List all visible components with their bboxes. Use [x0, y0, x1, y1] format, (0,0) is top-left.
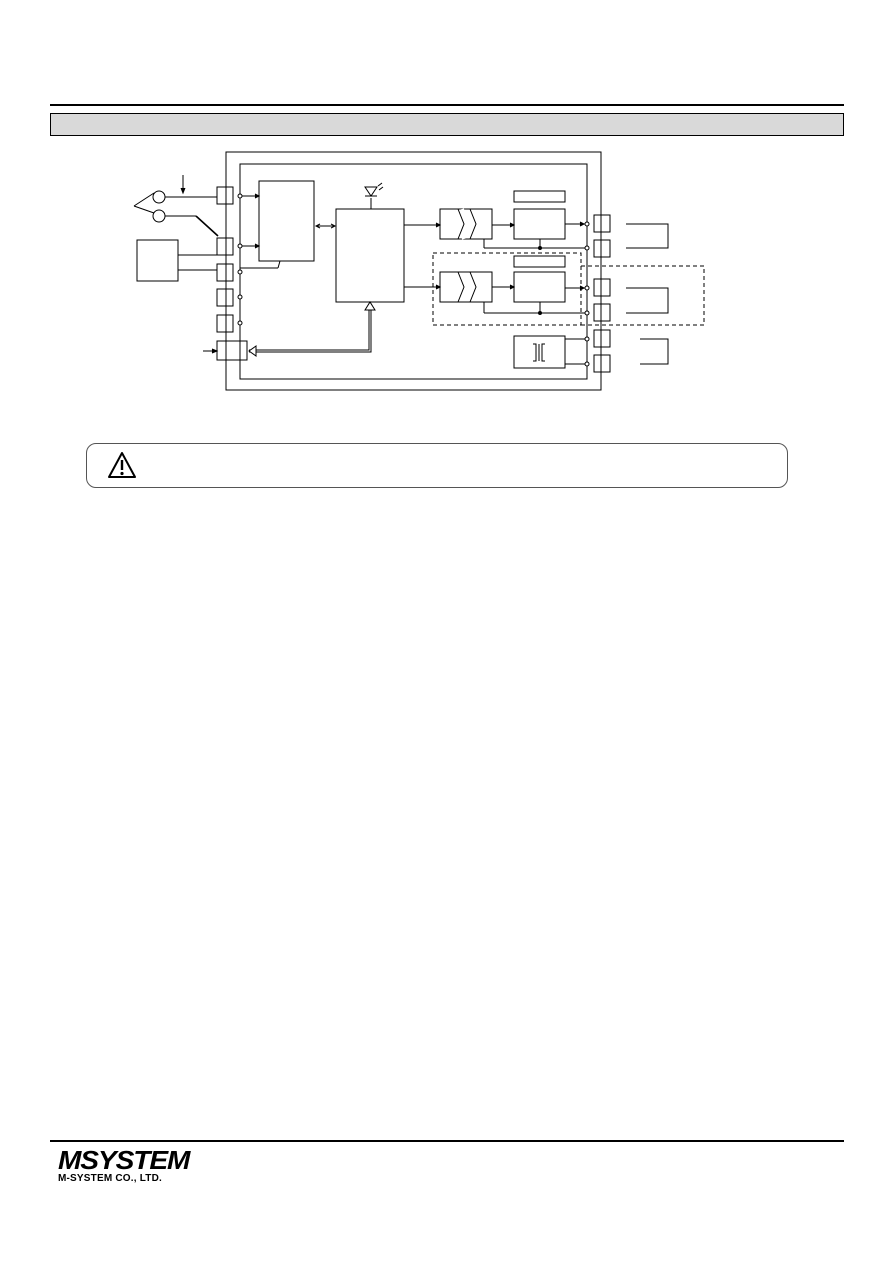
terminal-left-6 — [216, 340, 248, 361]
input-circuit-block — [258, 180, 315, 262]
block-diagram — [133, 151, 705, 391]
terminal-right-2 — [593, 239, 611, 258]
section-title-bar — [50, 113, 844, 136]
cpu-block — [335, 208, 405, 303]
company-name: M-SYSTEM CO., LTD. — [58, 1173, 162, 1184]
terminal-right-1 — [593, 214, 611, 233]
output-driver-2 — [513, 271, 566, 303]
terminal-left-5 — [216, 314, 234, 333]
output-label-2 — [513, 255, 566, 268]
output-label-1 — [513, 190, 566, 203]
company-logo: MSYSTEM — [58, 1145, 190, 1175]
isolator-2 — [439, 271, 493, 303]
housing-outer — [225, 151, 602, 391]
isolator-1 — [439, 208, 493, 240]
option-outline — [432, 252, 582, 326]
terminal-right-5 — [593, 329, 611, 348]
terminal-left-3 — [216, 263, 234, 282]
top-rule — [50, 104, 844, 106]
warning-box — [86, 443, 788, 488]
sensor-box — [136, 239, 179, 282]
output-driver-1 — [513, 208, 566, 240]
bottom-rule — [50, 1140, 844, 1142]
led-icon — [364, 186, 378, 197]
terminal-right-6 — [593, 354, 611, 373]
terminal-right-4 — [593, 303, 611, 322]
terminal-left-2 — [216, 237, 234, 256]
warning-triangle-icon — [108, 452, 136, 478]
sensor-circle-top — [152, 190, 166, 204]
terminal-right-3 — [593, 278, 611, 297]
sensor-circle-bottom — [152, 209, 166, 223]
transformer-icon — [533, 343, 545, 362]
power-supply-block — [513, 335, 566, 369]
terminal-left-4 — [216, 288, 234, 307]
terminal-left-1 — [216, 186, 234, 205]
